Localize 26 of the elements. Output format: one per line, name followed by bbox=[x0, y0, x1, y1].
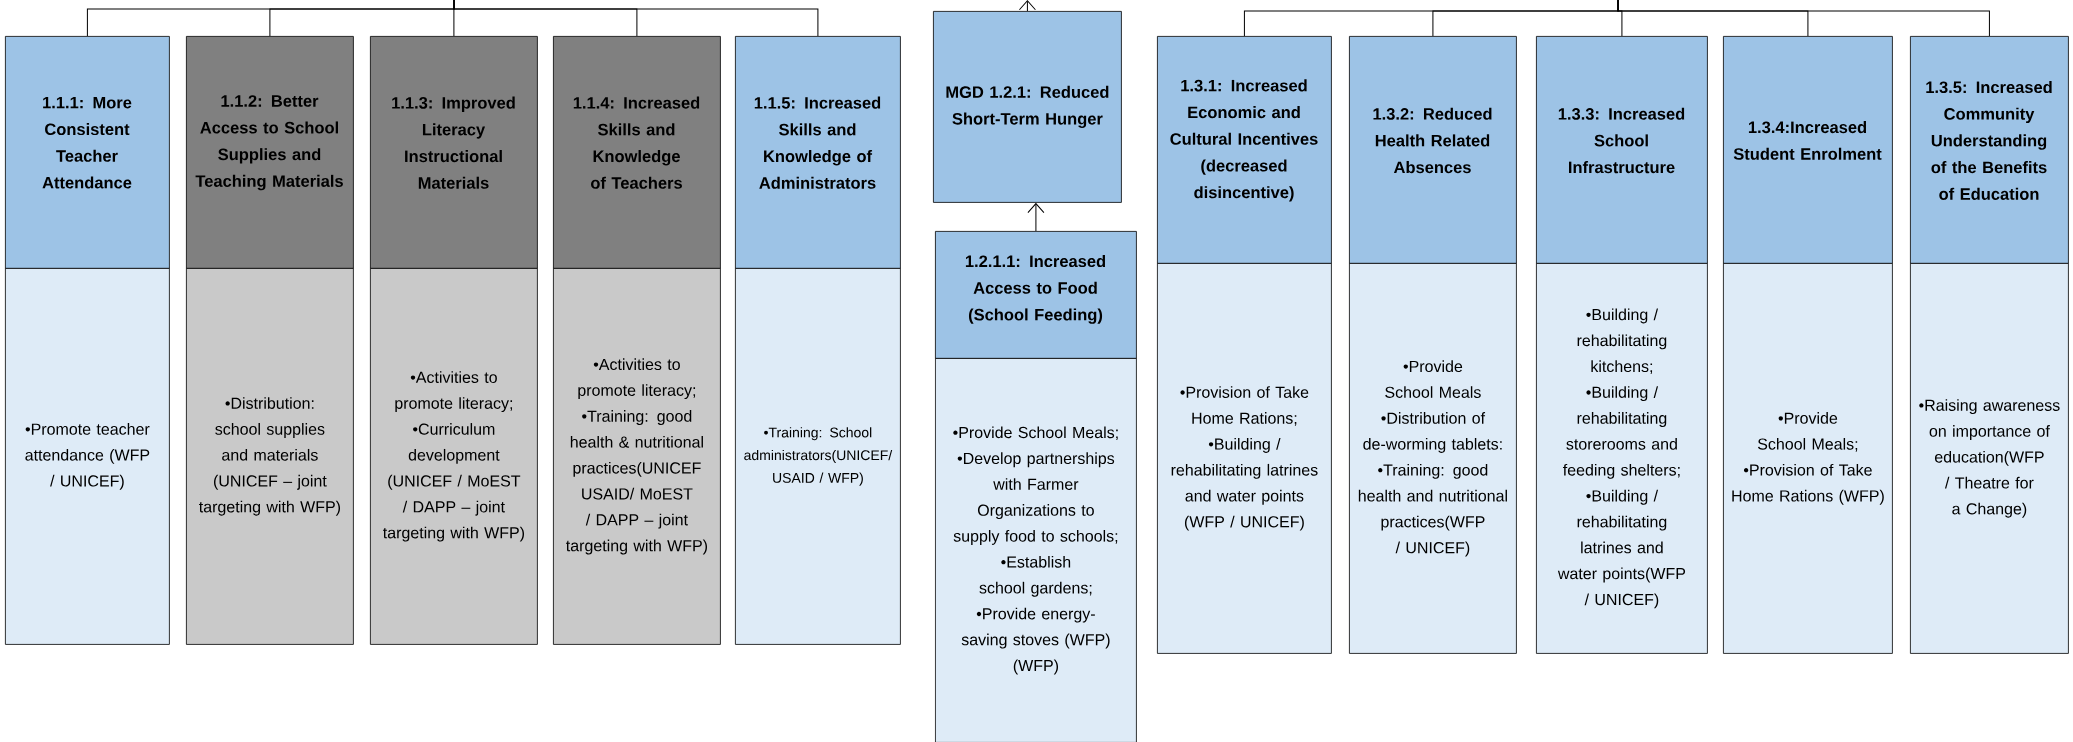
header-box: 1.3.3: Increased School Infrastructure bbox=[1536, 36, 1708, 264]
activity-box: •Building / rehabilitating kitchens; •Building / rehabilitating storerooms and feeding shelters; •Building / rehabilitating latrines and water points(WFP / UNICEF) bbox=[1536, 263, 1708, 654]
activity-box: •Raising awareness on importance of education(WFP / Theatre for a Change) bbox=[1910, 263, 2069, 654]
header-box: 1.1.2: Better Access to School Supplies and Teaching Materials bbox=[186, 36, 354, 269]
header-box: 1.3.4:Increased Student Enrolment bbox=[1723, 36, 1893, 264]
activity-box: •Provide School Meals •Distribution of de-worming tablets: •Training: good health and nutritional practices(WFP / UNICEF) bbox=[1349, 263, 1517, 654]
header-box: 1.1.4: Increased Skills and Knowledge of Teachers bbox=[553, 36, 721, 269]
header-box: 1.1.3: Improved Literacy Instructional Materials bbox=[370, 36, 538, 269]
arrow bbox=[1027, 203, 1045, 232]
header-box: 1.2.1.1: Increased Access to Food (School Feeding) bbox=[935, 231, 1137, 359]
header-box: 1.3.5: Increased Community Understanding of the Benefits of Education bbox=[1910, 36, 2069, 264]
activity-box: •Provision of Take Home Rations; •Building / rehabilitating latrines and water points (WFP / UNICEF) bbox=[1157, 263, 1332, 654]
header-box: 1.1.1: More Consistent Teacher Attendance bbox=[5, 36, 170, 269]
activity-box: •Activities to promote literacy; •Curriculum development (UNICEF / MoEST / DAPP – joint targeting with WFP) bbox=[370, 268, 538, 645]
activity-box: •Distribution: school supplies and materials (UNICEF – joint targeting with WFP) bbox=[186, 268, 354, 645]
header-box: 1.3.1: Increased Economic and Cultural Incentives (decreased disincentive) bbox=[1157, 36, 1332, 264]
activity-box: •Provide School Meals; •Provision of Take Home Rations (WFP) bbox=[1723, 263, 1893, 654]
activity-box: •Activities to promote literacy; •Training: good health & nutritional practices(UNICEF USAID/ MoEST / DAPP – joint targeting with WFP) bbox=[553, 268, 721, 645]
activity-box: •Provide School Meals; •Develop partnerships with Farmer Organizations to supply food to schools; •Establish school gardens; •Provide energy-saving stoves (WFP) (WFP) bbox=[935, 358, 1137, 742]
connector-line bbox=[453, 0, 819, 37]
header-box: 1.1.5: Increased Skills and Knowledge of Administrators bbox=[735, 36, 901, 269]
header-box: 1.3.2: Reduced Health Related Absences bbox=[1349, 36, 1517, 264]
activity-box: •Promote teacher attendance (WFP / UNICEF) bbox=[5, 268, 170, 645]
header-box: MGD 1.2.1: Reduced Short-Term Hunger bbox=[933, 11, 1122, 203]
connector-line bbox=[1617, 0, 1990, 37]
activity-box: •Training: School administrators(UNICEF/ USAID / WFP) bbox=[735, 268, 901, 645]
